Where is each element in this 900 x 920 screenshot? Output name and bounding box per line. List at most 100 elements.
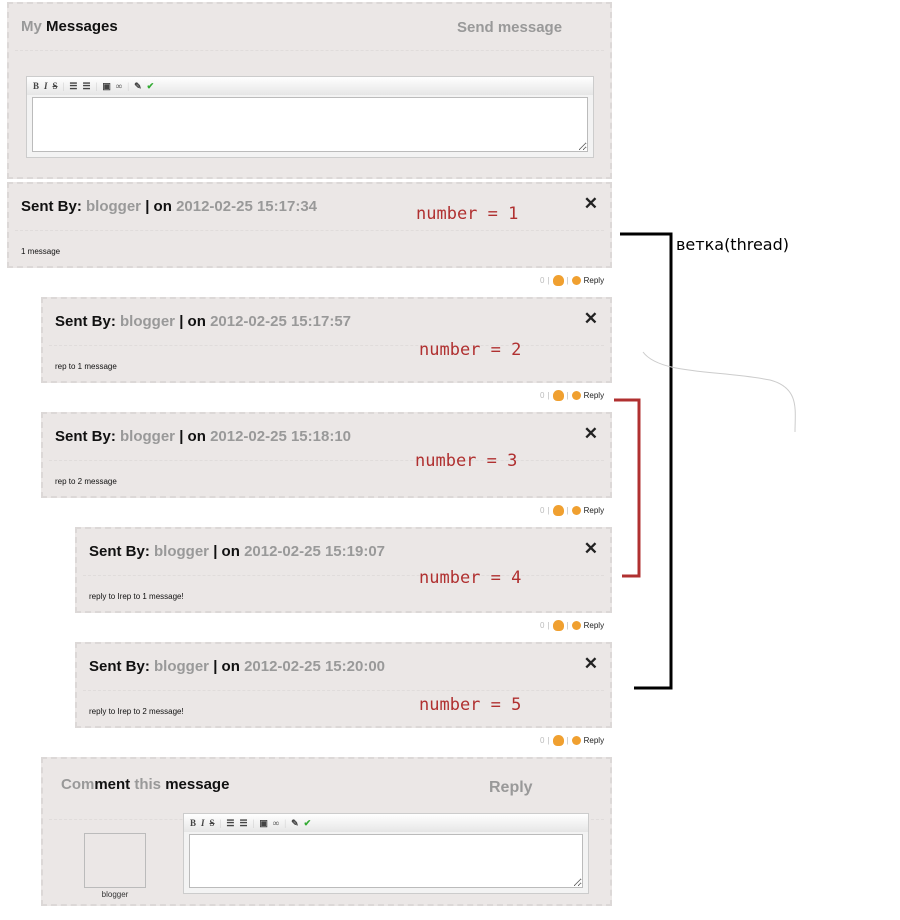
toolbar-link-button[interactable]: ∞ [115, 81, 123, 91]
divider [49, 460, 604, 461]
delete-message-button[interactable]: ✕ [583, 309, 598, 328]
number-annotation: number = 4 [419, 568, 522, 588]
toolbar-separator: | [252, 818, 255, 828]
on-label: | on [179, 428, 206, 445]
number-annotation: number = 1 [416, 204, 519, 224]
toolbar-ul-button[interactable]: ☰ [69, 80, 78, 91]
toolbar-strike-button[interactable]: S [52, 81, 58, 91]
reply-link[interactable]: Reply [583, 391, 605, 400]
reply-icon [571, 736, 581, 745]
author-link[interactable]: blogger [86, 198, 142, 215]
t3: this [134, 776, 162, 793]
send-message-button[interactable]: Send message [457, 19, 563, 36]
toolbar-ul-button[interactable]: ☰ [226, 817, 235, 828]
toolbar-link-button[interactable]: ∞ [272, 818, 280, 828]
sent-by-label: Sent By: [55, 313, 116, 330]
number-annotation: number = 3 [415, 451, 518, 471]
number-annotation: number = 2 [419, 340, 522, 360]
reply-icon [571, 621, 581, 630]
sent-by-label: Sent By: [89, 658, 150, 675]
toolbar-check-button[interactable]: ✔ [146, 80, 155, 91]
message-date: 2012-02-25 15:18:10 [210, 428, 352, 445]
message-header: Sent By: blogger | on 2012-02-25 15:19:0… [89, 543, 385, 560]
title-my: My [21, 18, 42, 35]
toolbar-image-button[interactable]: ▣ [259, 817, 268, 828]
toolbar-check-button[interactable]: ✔ [303, 817, 312, 828]
reply-submit-button[interactable]: Reply [489, 779, 533, 796]
reply-link[interactable]: Reply [583, 621, 605, 630]
message-text: reply to Irep to 2 message! [89, 707, 184, 716]
page-title: My Messages [21, 18, 118, 35]
reply-link[interactable]: Reply [583, 506, 605, 515]
reply-arrow-bracket [614, 398, 641, 578]
sep: | [566, 621, 569, 630]
like-count: 0 [540, 736, 545, 745]
sep: | [547, 736, 550, 745]
author-link[interactable]: blogger [120, 428, 176, 445]
message-actions: 0||Reply [540, 390, 605, 401]
reply-icon [571, 276, 581, 285]
delete-message-button[interactable]: ✕ [583, 654, 598, 673]
message-header: Sent By: blogger | on 2012-02-25 15:17:3… [21, 198, 317, 215]
like-count: 0 [540, 506, 545, 515]
delete-message-button[interactable]: ✕ [583, 539, 598, 558]
sep: | [566, 391, 569, 400]
message-card: Sent By: blogger | on 2012-02-25 15:18:1… [41, 412, 612, 498]
message-date: 2012-02-25 15:17:34 [176, 198, 318, 215]
t1: Com [61, 776, 95, 793]
message-card: Sent By: blogger | on 2012-02-25 15:20:0… [75, 642, 612, 728]
author-link[interactable]: blogger [120, 313, 176, 330]
toolbar-spell-button[interactable]: ✎ [134, 80, 142, 91]
sep: | [547, 276, 550, 285]
toolbar-ol-button[interactable]: ☰ [82, 80, 91, 91]
sent-by-label: Sent By: [21, 198, 82, 215]
toolbar-italic-button[interactable]: I [201, 818, 205, 828]
reply-icon [571, 506, 581, 515]
like-icon[interactable] [552, 620, 564, 631]
message-card: Sent By: blogger | on 2012-02-25 15:17:3… [7, 182, 612, 268]
number-annotation: number = 5 [419, 695, 522, 715]
like-icon[interactable] [552, 275, 564, 286]
delete-message-button[interactable]: ✕ [583, 194, 598, 213]
title-messages: Messages [46, 18, 118, 35]
message-textarea[interactable] [32, 97, 588, 152]
reply-icon [571, 391, 581, 400]
message-actions: 0||Reply [540, 505, 605, 516]
message-date: 2012-02-25 15:17:57 [210, 313, 352, 330]
reply-link[interactable]: Reply [583, 276, 605, 285]
like-icon[interactable] [552, 390, 564, 401]
toolbar-bold-button[interactable]: B [190, 818, 197, 828]
message-text: reply to Irep to 1 message! [89, 592, 184, 601]
delete-message-button[interactable]: ✕ [583, 424, 598, 443]
comment-title: Comment this message [61, 776, 229, 793]
divider [83, 690, 604, 691]
toolbar-spell-button[interactable]: ✎ [291, 817, 299, 828]
toolbar-separator: | [219, 818, 222, 828]
like-icon[interactable] [552, 735, 564, 746]
reply-link[interactable]: Reply [583, 736, 605, 745]
toolbar-ol-button[interactable]: ☰ [239, 817, 248, 828]
like-count: 0 [540, 391, 545, 400]
divider [15, 50, 604, 51]
toolbar-italic-button[interactable]: I [44, 81, 48, 91]
toolbar-separator: | [284, 818, 287, 828]
toolbar-separator: | [62, 81, 65, 91]
author-link[interactable]: blogger [154, 658, 210, 675]
sep: | [566, 506, 569, 515]
like-icon[interactable] [552, 505, 564, 516]
message-actions: 0||Reply [540, 735, 605, 746]
message-textarea[interactable] [189, 834, 583, 888]
author-link[interactable]: blogger [154, 543, 210, 560]
toolbar-image-button[interactable]: ▣ [102, 80, 111, 91]
toolbar-strike-button[interactable]: S [209, 818, 215, 828]
sep: | [566, 276, 569, 285]
message-actions: 0||Reply [540, 275, 605, 286]
sep: | [547, 391, 550, 400]
sent-by-label: Sent By: [89, 543, 150, 560]
avatar [84, 833, 146, 888]
toolbar-bold-button[interactable]: B [33, 81, 40, 91]
